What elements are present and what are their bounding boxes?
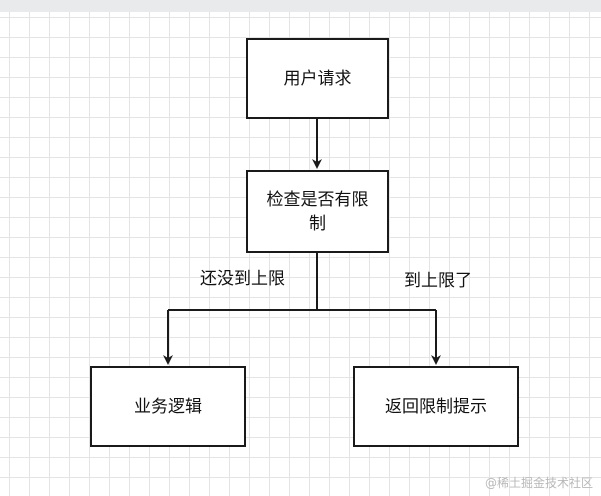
window-top-bar xyxy=(0,0,601,12)
edge-label-reached: 到上限了 xyxy=(404,271,472,291)
node-limit-message-label: 返回限制提示 xyxy=(385,396,487,417)
node-check-limit[interactable]: 检查是否有限制 xyxy=(246,170,389,253)
watermark-text: @稀土掘金技术社区 xyxy=(484,476,593,490)
node-business-logic[interactable]: 业务逻辑 xyxy=(90,366,246,447)
edge-label-not-reached: 还没到上限 xyxy=(200,269,285,289)
node-business-logic-label: 业务逻辑 xyxy=(134,396,202,417)
node-check-limit-label: 检查是否有限制 xyxy=(266,189,369,234)
node-limit-message[interactable]: 返回限制提示 xyxy=(353,366,519,447)
node-user-request[interactable]: 用户请求 xyxy=(246,38,389,119)
node-user-request-label: 用户请求 xyxy=(283,68,352,89)
